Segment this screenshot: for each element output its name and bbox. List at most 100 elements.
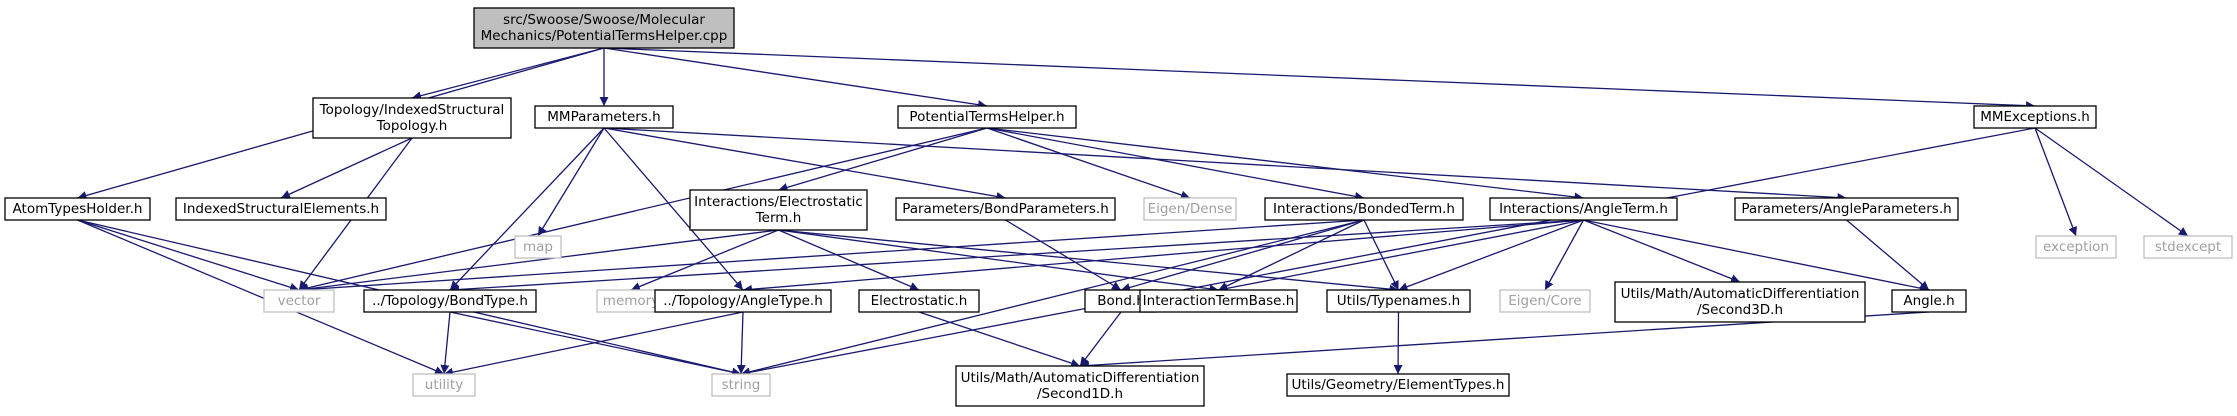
node-mmexc[interactable]: MMExceptions.h (1973, 105, 2097, 129)
node-label-pap-0: Parameters/AngleParameters.h (1741, 201, 1951, 217)
node-ibt[interactable]: Interactions/BondedTerm.h (1264, 197, 1464, 221)
edge-root-to-topo (411, 47, 605, 101)
edge-pap-to-angle (1846, 219, 1930, 291)
node-angle[interactable]: Angle.h (1891, 289, 1967, 313)
node-label-stdexcept-0: stdexcept (2155, 239, 2221, 255)
node-box-ath (4, 197, 151, 221)
node-tat[interactable]: ../Topology/AngleType.h (654, 289, 832, 313)
node-label-root-1: Mechanics/PotentialTermsHelper.cpp (481, 28, 728, 44)
node-box-utn (1326, 289, 1471, 313)
node-box-utility (412, 373, 476, 397)
node-iat[interactable]: Interactions/AngleTerm.h (1489, 197, 1678, 221)
edge-ies-to-vector (298, 229, 779, 294)
node-label-mmparams-0: MMParameters.h (547, 109, 660, 125)
edge-pth-to-ies (778, 127, 988, 192)
node-label-pth-0: PotentialTermsHelper.h (909, 109, 1064, 125)
edge-ath-to-vector (77, 219, 300, 292)
node-box-eigcore (1499, 289, 1591, 313)
edge-ibt-to-string (740, 219, 1365, 377)
edge-iat-to-eigcore (1544, 219, 1585, 291)
node-uet[interactable]: Utils/Geometry/ElementTypes.h (1286, 373, 1510, 397)
node-label-vector-0: vector (278, 293, 321, 309)
node-label-string-0: string (722, 377, 761, 393)
node-s3d[interactable]: Utils/Math/AutomaticDifferentiation/Seco… (1614, 281, 1866, 323)
edge-ath-to-utility (77, 219, 445, 375)
node-label-s3d-0: Utils/Math/AutomaticDifferentiation (1621, 286, 1860, 302)
edge-iat-to-itb (1218, 219, 1584, 293)
node-pbp[interactable]: Parameters/BondParameters.h (895, 197, 1116, 221)
node-tbt[interactable]: ../Topology/BondType.h (363, 289, 537, 313)
node-bond[interactable]: Bond.h (1084, 289, 1158, 313)
edge-utn-to-uet (1393, 311, 1403, 375)
edge-ies-to-utn (778, 229, 1399, 294)
node-box-ibt (1264, 197, 1464, 221)
edge-ibt-to-vector (298, 219, 1365, 294)
node-label-bond-0: Bond.h (1097, 293, 1145, 309)
node-label-exception-0: exception (2043, 239, 2109, 255)
node-label-ies-0: Interactions/Electrostatic (694, 194, 863, 210)
node-box-elec (858, 289, 980, 313)
node-utn[interactable]: Utils/Typenames.h (1326, 289, 1471, 313)
node-label-elec-0: Electrostatic.h (871, 293, 968, 309)
edge-elec-to-s1d (918, 311, 1081, 368)
dependency-nodes: src/Swoose/Swoose/MolecularMechanics/Pot… (4, 7, 2233, 407)
edge-iat-to-tbt (449, 219, 1584, 294)
node-label-mmexc-0: MMExceptions.h (1980, 109, 2090, 125)
edge-pth-to-eigdense (986, 127, 1191, 200)
node-s1d[interactable]: Utils/Math/AutomaticDifferentiation/Seco… (955, 365, 1205, 407)
node-mmparams[interactable]: MMParameters.h (534, 105, 674, 129)
node-box-tat (654, 289, 832, 313)
node-box-string (711, 373, 771, 397)
node-label-ise-0: IndexedStructuralElements.h (183, 201, 379, 217)
node-elec[interactable]: Electrostatic.h (858, 289, 980, 313)
node-box-ise (175, 197, 387, 221)
node-box-s1d (955, 365, 1205, 407)
node-map: map (514, 235, 562, 259)
edge-mmexc-to-exception (2034, 127, 2078, 237)
node-ise[interactable]: IndexedStructuralElements.h (175, 197, 387, 221)
node-box-vector (263, 289, 335, 313)
node-eigcore: Eigen/Core (1499, 289, 1591, 313)
node-box-mmexc (1973, 105, 2097, 129)
node-label-ath-0: AtomTypesHolder.h (13, 201, 143, 217)
edge-ies-to-elec (778, 229, 920, 291)
node-eigdense: Eigen/Dense (1143, 197, 1237, 221)
edge-mmparams-to-tat (603, 127, 744, 291)
node-itb[interactable]: InteractionTermBase.h (1139, 289, 1298, 313)
node-vector: vector (263, 289, 335, 313)
node-box-tbt (363, 289, 537, 313)
node-memory: memory (596, 289, 666, 313)
node-box-stdexcept (2143, 235, 2233, 259)
edge-tbt-to-utility (440, 311, 451, 375)
edge-ibt-to-utn (1363, 219, 1400, 291)
node-box-map (514, 235, 562, 259)
edge-mmparams-to-map (537, 127, 605, 237)
edge-tat-to-string (736, 311, 746, 375)
node-label-ibt-0: Interactions/BondedTerm.h (1273, 201, 1455, 217)
node-box-mmparams (534, 105, 674, 129)
node-pth[interactable]: PotentialTermsHelper.h (897, 105, 1077, 129)
edge-topo-to-ise (280, 137, 413, 199)
node-label-s3d-1: /Second3D.h (1697, 302, 1783, 318)
edge-mmparams-to-pbp (603, 127, 1006, 201)
node-pap[interactable]: Parameters/AngleParameters.h (1734, 197, 1959, 221)
node-utility: utility (412, 373, 476, 397)
node-label-memory-0: memory (603, 293, 659, 309)
edge-root-to-mmexc (603, 47, 2036, 111)
node-ath[interactable]: AtomTypesHolder.h (4, 197, 151, 221)
edge-pth-to-vector (298, 127, 988, 293)
node-label-eigcore-0: Eigen/Core (1508, 293, 1582, 309)
node-label-topo-0: Topology/IndexedStructural (319, 102, 505, 118)
node-box-topo (312, 97, 512, 139)
node-root[interactable]: src/Swoose/Swoose/MolecularMechanics/Pot… (473, 7, 735, 49)
node-box-root (473, 7, 735, 49)
node-label-iat-0: Interactions/AngleTerm.h (1499, 201, 1668, 217)
node-box-itb (1139, 289, 1298, 313)
node-box-uet (1286, 373, 1510, 397)
edge-mmexc-to-stdexcept (2034, 127, 2189, 237)
node-label-itb-0: InteractionTermBase.h (1143, 293, 1295, 309)
edge-pbp-to-bond (1005, 219, 1122, 291)
